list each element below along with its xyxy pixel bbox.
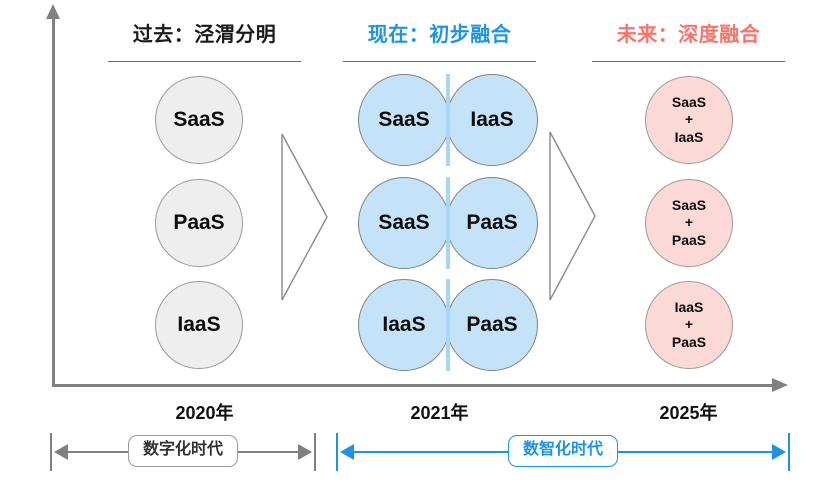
era-chip-intelligent: 数智化时代 (507, 435, 619, 467)
venn-overlap-region (446, 177, 450, 269)
era-cap-left (336, 433, 338, 471)
era-arrowhead-right (298, 444, 312, 460)
venn-circle-right (446, 177, 538, 269)
x-axis-line (52, 384, 774, 387)
year-label-2021: 2021年 (410, 403, 469, 423)
past-circle-iaas-label: IaaS (177, 313, 221, 337)
venn-circle-left (358, 279, 450, 371)
future-circle-iaas-paas: IaaS + PaaS (645, 281, 733, 369)
future-circle-line3: PaaS (671, 231, 707, 248)
era-cap-right (314, 433, 316, 471)
venn-overlap-region (446, 279, 450, 371)
venn-circle-right (446, 279, 538, 371)
future-circle-saas-iaas: SaaS + IaaS (645, 76, 733, 164)
transition-arrow-present-to-future (548, 130, 598, 307)
column-rule-future (592, 61, 785, 62)
future-circle-plus: + (684, 214, 694, 231)
past-circle-paas-label: PaaS (173, 211, 225, 235)
era-cap-right (788, 433, 790, 471)
venn-label-right: IaaS (470, 108, 514, 131)
column-title-future: 未来：深度融合 (616, 24, 761, 46)
era-cap-left (50, 433, 52, 471)
era-bar-digital: 数字化时代 (50, 428, 316, 476)
venn-label-left: IaaS (382, 313, 426, 336)
past-circle-paas: PaaS (155, 179, 243, 267)
era-arrowhead-left (54, 444, 68, 460)
venn-label-left: SaaS (378, 211, 430, 234)
venn-circle-right (446, 74, 538, 166)
era-arrowhead-left (340, 444, 354, 460)
transition-arrow-past-to-present (280, 132, 330, 307)
year-label-2020: 2020年 (175, 403, 234, 423)
present-venn-iaas-paas: IaaS PaaS (358, 279, 538, 371)
x-axis-arrowhead (772, 378, 788, 392)
future-circle-line1: IaaS (674, 299, 704, 316)
venn-overlap-region (446, 74, 450, 166)
column-rule-present (343, 61, 536, 62)
future-circle-line1: SaaS (671, 94, 707, 111)
era-bar-intelligent: 数智化时代 (336, 428, 790, 476)
past-circle-iaas: IaaS (155, 281, 243, 369)
present-venn-saas-paas: SaaS PaaS (358, 177, 538, 269)
venn-label-right: PaaS (466, 313, 518, 336)
column-rule-past (108, 61, 301, 62)
future-circle-line1: SaaS (671, 197, 707, 214)
past-circle-saas-label: SaaS (173, 108, 225, 132)
y-axis-arrowhead (46, 4, 60, 19)
era-arrowhead-right (772, 444, 786, 460)
future-circle-plus: + (684, 111, 694, 128)
year-label-2025: 2025年 (659, 403, 718, 423)
era-chip-digital: 数字化时代 (127, 435, 239, 467)
venn-label-left: SaaS (378, 108, 430, 131)
venn-label-right: PaaS (466, 211, 518, 234)
past-circle-saas: SaaS (155, 76, 243, 164)
future-circle-plus: + (684, 316, 694, 333)
future-circle-saas-paas: SaaS + PaaS (645, 179, 733, 267)
future-circle-line3: IaaS (674, 128, 704, 145)
y-axis-line (52, 18, 55, 386)
present-venn-saas-iaas: SaaS IaaS (358, 74, 538, 166)
column-title-past: 过去：泾渭分明 (132, 24, 277, 46)
future-circle-line3: PaaS (671, 333, 707, 350)
column-title-present: 现在：初步融合 (367, 24, 512, 46)
